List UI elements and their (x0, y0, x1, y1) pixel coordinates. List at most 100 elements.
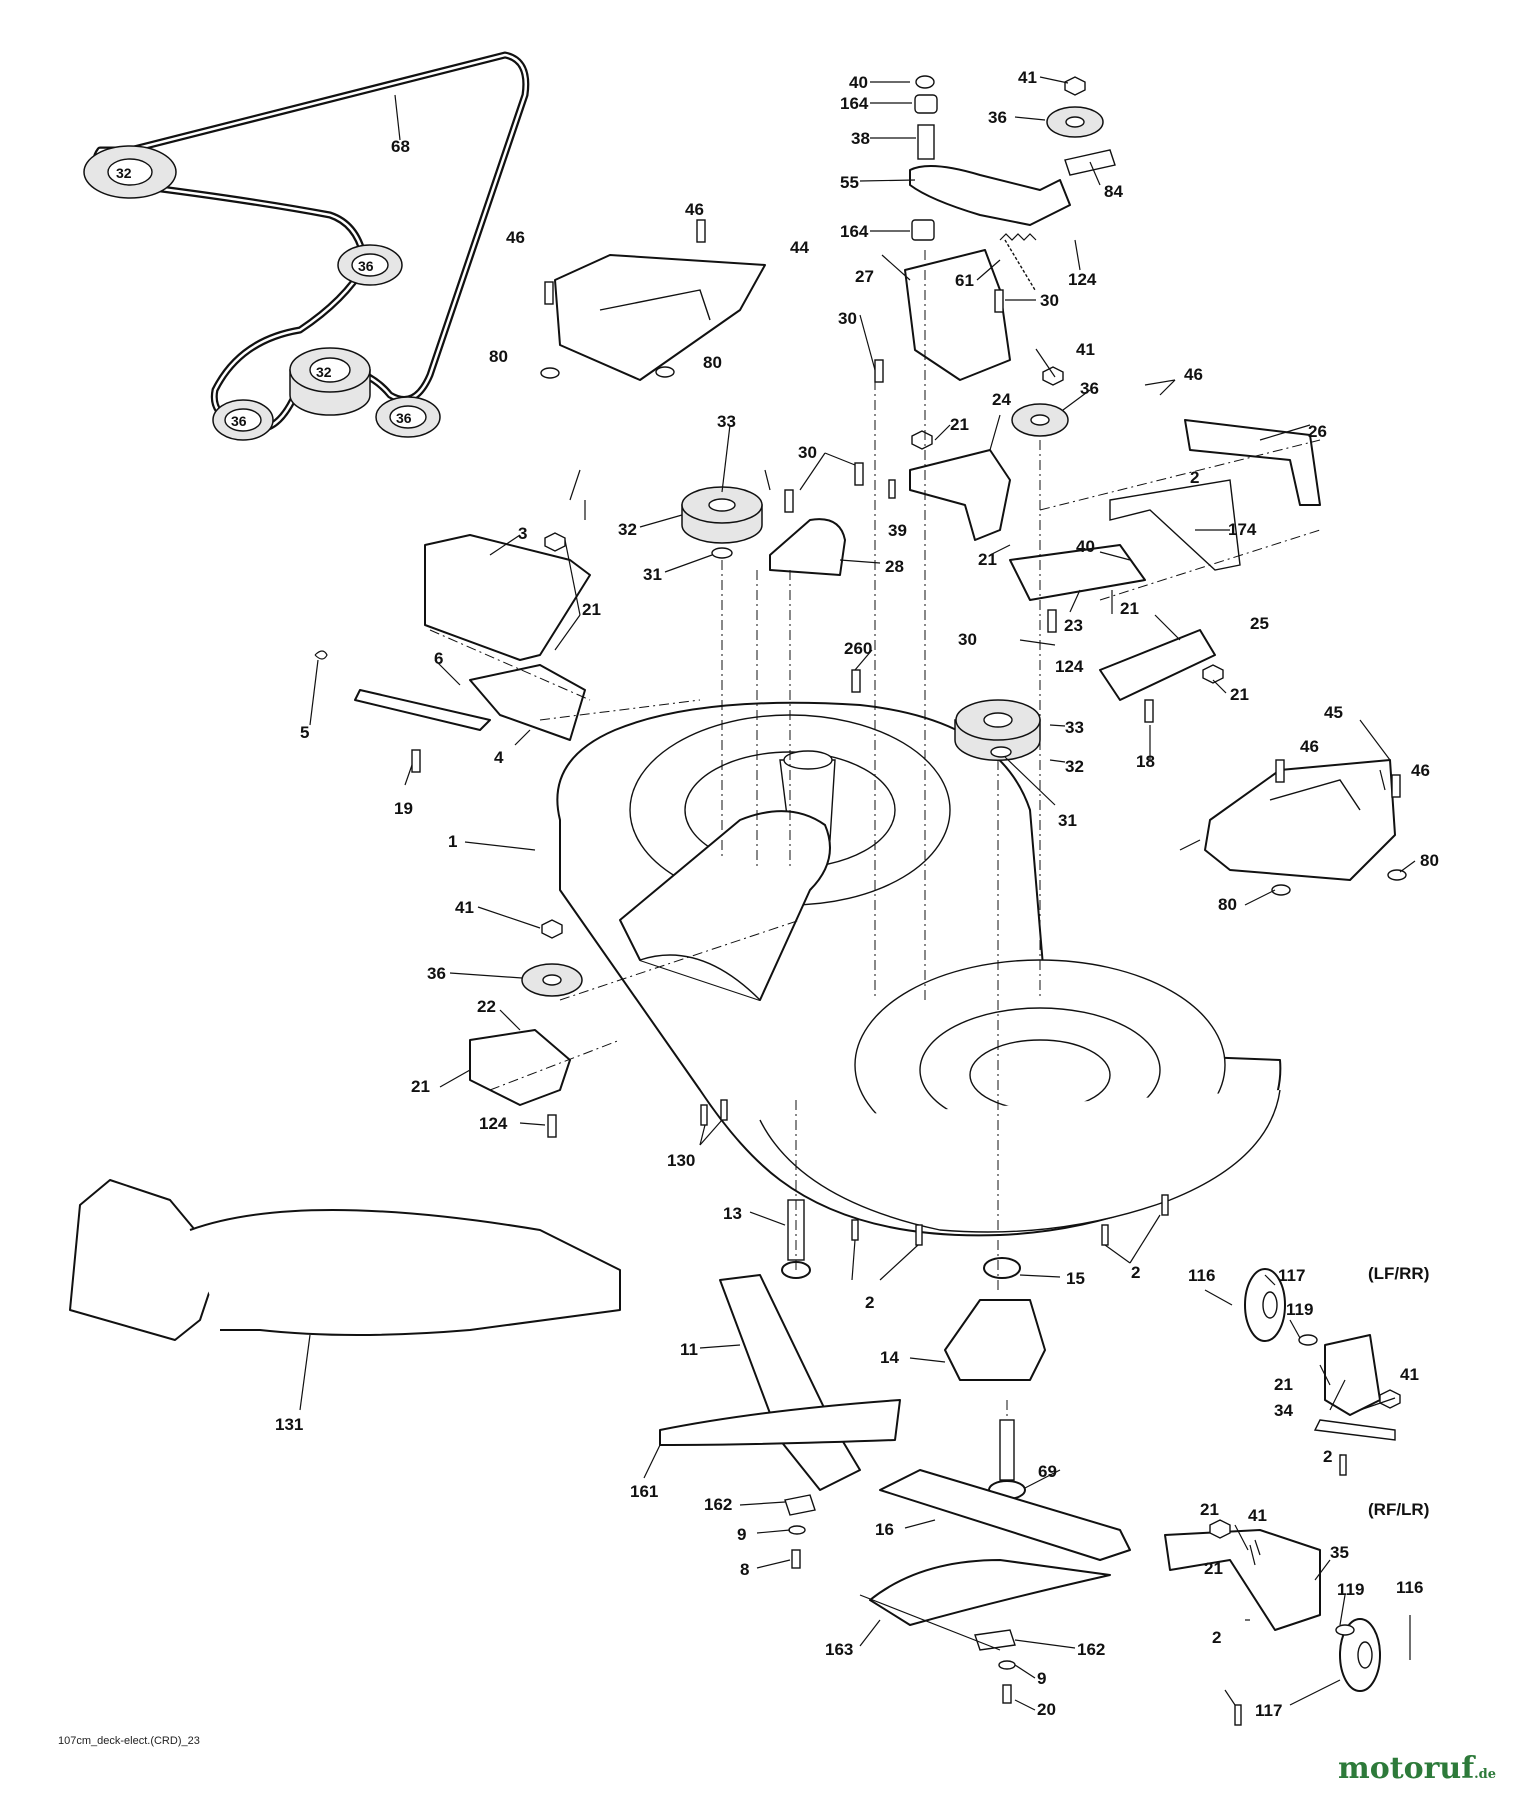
callout-130: 130 (667, 1151, 695, 1170)
callout-40: 40 (849, 73, 868, 92)
callout-46: 46 (685, 200, 704, 219)
callout-21: 21 (582, 600, 601, 619)
pulley-icon (337, 244, 403, 286)
deck-hanger-bracket (354, 534, 591, 741)
callout-84: 84 (1104, 182, 1123, 201)
pulley-icon (375, 396, 441, 438)
callout-9: 9 (1037, 1669, 1046, 1688)
callout-40: 40 (1076, 537, 1095, 556)
callout-31: 31 (643, 565, 662, 584)
pulley-icon (521, 963, 583, 997)
callout-11: 11 (680, 1340, 698, 1359)
callout-46: 46 (1300, 737, 1319, 756)
callout-131: 131 (275, 1415, 303, 1434)
discharge-deflector (619, 810, 831, 1001)
callout-80: 80 (489, 347, 508, 366)
belt-callout-36: 36 (396, 410, 412, 426)
gauge-wheel-rear (1164, 1529, 1381, 1692)
callout-28: 28 (885, 557, 904, 576)
callout-2: 2 (1323, 1447, 1332, 1466)
callout-32: 32 (618, 520, 637, 539)
callout-41: 41 (1076, 340, 1095, 359)
callout-39: 39 (888, 521, 907, 540)
callout-2: 2 (1131, 1263, 1140, 1282)
deck-bracket (909, 449, 1146, 601)
bolt-icon (411, 219, 1401, 1726)
callout-174: 174 (1228, 520, 1257, 539)
callout-27: 27 (855, 267, 874, 286)
pulley-icon (289, 347, 371, 416)
idler-bracket (1099, 629, 1216, 701)
belt-callout-36: 36 (358, 258, 374, 274)
callout-2: 2 (865, 1293, 874, 1312)
callout-33: 33 (1065, 718, 1084, 737)
callout-68: 68 (391, 137, 410, 156)
callout-6: 6 (434, 649, 443, 668)
belt-callout-36: 36 (231, 413, 247, 429)
callout-19: 19 (394, 799, 413, 818)
pulley-icon (212, 399, 274, 441)
mower-blade (869, 1469, 1131, 1626)
callout-260: 260 (844, 639, 872, 658)
callout-2: 2 (1190, 468, 1199, 487)
callout-21: 21 (411, 1077, 430, 1096)
callout-1: 1 (448, 832, 457, 851)
spring-icon (314, 233, 1037, 660)
callout-38: 38 (851, 129, 870, 148)
brand-name: motoruf (1337, 1751, 1475, 1786)
callout-164: 164 (840, 222, 869, 241)
blade-adapter (784, 1494, 1016, 1651)
mower-blade (659, 1274, 901, 1491)
callout-162: 162 (704, 1495, 732, 1514)
callout-80: 80 (1420, 851, 1439, 870)
callout-124: 124 (1068, 270, 1097, 289)
brand-suffix: .de (1474, 1767, 1496, 1782)
drawing-code: 107cm_deck-elect.(CRD)_23 (58, 1735, 200, 1747)
callout-15: 15 (1066, 1269, 1085, 1288)
callout-labels: 40 164 38 55 164 27 41 36 84 61 30 124 3… (275, 68, 1439, 1720)
pulley-icon (83, 145, 177, 199)
callout-41: 41 (455, 898, 474, 917)
callout-161: 161 (630, 1482, 658, 1501)
deck-bracket-rear (469, 1029, 571, 1106)
pulley-icon (1046, 106, 1116, 176)
callout-21: 21 (950, 415, 969, 434)
callout-41: 41 (1018, 68, 1037, 87)
callout-36: 36 (1080, 379, 1099, 398)
callout-55: 55 (840, 173, 859, 192)
callout-119: 119 (1286, 1300, 1313, 1319)
callout-32: 32 (1065, 757, 1084, 776)
callout-21: 21 (1120, 599, 1139, 618)
callout-34: 34 (1274, 1401, 1293, 1420)
callout-36: 36 (427, 964, 446, 983)
brand-watermark: motoruf.de (1338, 1751, 1496, 1786)
callout-162: 162 (1077, 1640, 1105, 1659)
callout-14: 14 (880, 1348, 899, 1367)
spindle-assembly (781, 1199, 1046, 1500)
belt-routing-inset: 32 36 32 36 36 68 (83, 51, 530, 441)
callout-80: 80 (1218, 895, 1237, 914)
discharge-chute (69, 1179, 621, 1341)
callout-21: 21 (1230, 685, 1249, 704)
callout-44: 44 (790, 238, 809, 257)
callout-69: 69 (1038, 1462, 1057, 1481)
callout-163: 163 (825, 1640, 853, 1659)
idler-arm-assembly (904, 75, 1071, 381)
callout-30: 30 (798, 443, 817, 462)
callout-31: 31 (1058, 811, 1077, 830)
variant-label-front: (LF/RR) (1368, 1264, 1429, 1283)
callout-16: 16 (875, 1520, 894, 1539)
leader-lines (299, 76, 1416, 1711)
callout-24: 24 (992, 390, 1011, 409)
callout-30: 30 (838, 309, 857, 328)
callout-30: 30 (1040, 291, 1059, 310)
callout-35: 35 (1330, 1543, 1349, 1562)
callout-26: 26 (1308, 422, 1327, 441)
callout-33: 33 (717, 412, 736, 431)
callout-45: 45 (1324, 703, 1343, 722)
callout-20: 20 (1037, 1700, 1056, 1719)
callout-117: 117 (1255, 1701, 1282, 1720)
washer-icon (540, 366, 1407, 1670)
callout-41: 41 (1248, 1506, 1267, 1525)
